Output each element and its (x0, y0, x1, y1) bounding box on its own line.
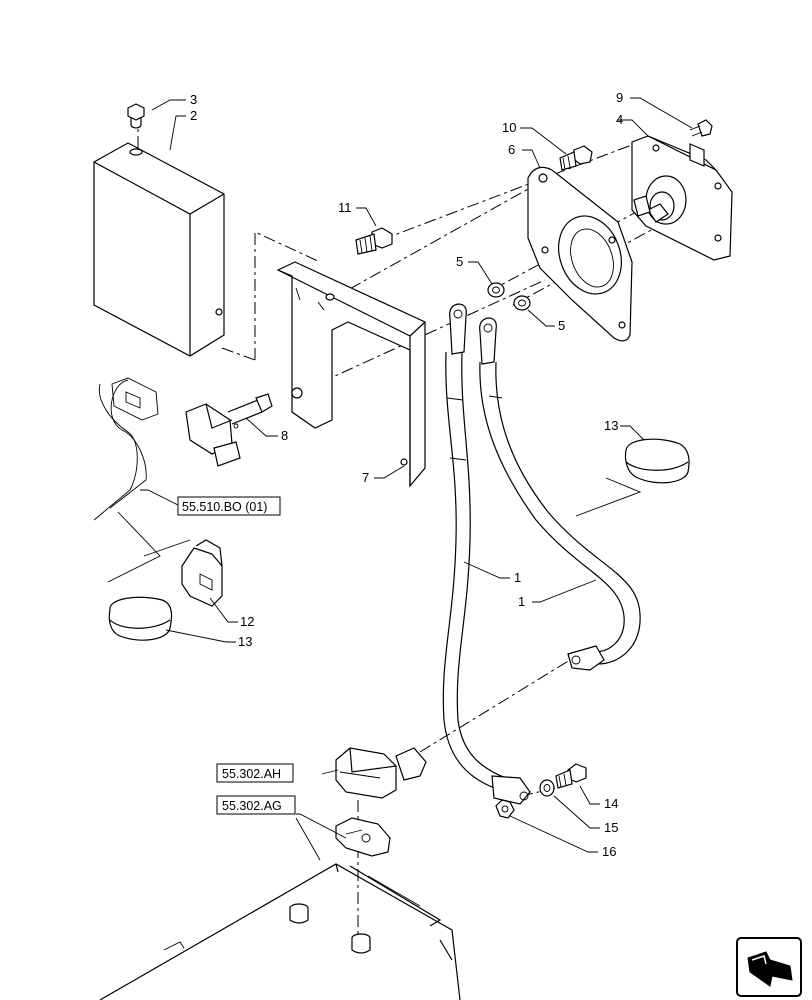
electronic-module-box (93, 142, 225, 357)
battery (99, 863, 461, 1000)
callout-11[interactable]: 11 (338, 200, 352, 215)
callout-1a[interactable]: 1 (514, 570, 521, 585)
callout-7[interactable]: 7 (362, 470, 369, 485)
reference-55-510-bo[interactable]: 55.510.BO (01) (177, 496, 281, 516)
callouts: 3 2 9 4 10 6 11 5 5 8 7 13 1 1 12 13 14 … (190, 90, 623, 859)
leader-lines (140, 97, 693, 861)
cable-tie-13-right (624, 438, 690, 484)
screw-10 (559, 145, 593, 171)
callout-5b[interactable]: 5 (558, 318, 565, 333)
callout-3[interactable]: 3 (190, 92, 197, 107)
callout-9[interactable]: 9 (616, 90, 623, 105)
svg-text:55.302.AH: 55.302.AH (222, 767, 281, 781)
connector-8 (185, 393, 273, 467)
svg-text:55.510.BO (01): 55.510.BO (01) (182, 500, 267, 514)
callout-15[interactable]: 15 (604, 820, 618, 835)
callout-4[interactable]: 4 (616, 112, 623, 127)
mounting-bracket (276, 261, 426, 488)
callout-13-right[interactable]: 13 (604, 418, 618, 433)
relay-switch (631, 135, 733, 261)
battery-cables (442, 303, 641, 805)
callout-16[interactable]: 16 (602, 844, 616, 859)
reference-55-302-ag[interactable]: 55.302.AG (216, 795, 296, 815)
mounting-plate (527, 166, 633, 342)
screw-3 (127, 103, 145, 129)
washer-15 (539, 779, 555, 797)
callout-10[interactable]: 10 (502, 120, 516, 135)
battery-clamp (335, 817, 391, 857)
screw-11 (355, 227, 393, 255)
reference-55-302-ah[interactable]: 55.302.AH (216, 763, 294, 783)
direction-chevrons (107, 477, 642, 583)
screw-9 (689, 119, 713, 137)
svg-text:55.302.AG: 55.302.AG (222, 799, 282, 813)
callout-13-left[interactable]: 13 (238, 634, 252, 649)
reference-links: 55.510.BO (01) 55.302.AH 55.302.AG (177, 496, 296, 815)
callout-8[interactable]: 8 (281, 428, 288, 443)
screw-14 (555, 763, 587, 789)
callout-6[interactable]: 6 (508, 142, 515, 157)
cable-tie-13-left (108, 596, 173, 641)
harness-plug (93, 377, 159, 521)
callout-1b[interactable]: 1 (518, 594, 525, 609)
arrow-navigation-icon[interactable] (736, 937, 802, 997)
callout-12[interactable]: 12 (240, 614, 254, 629)
callout-14[interactable]: 14 (604, 796, 618, 811)
callout-5a[interactable]: 5 (456, 254, 463, 269)
clip-12 (181, 539, 223, 607)
nut-16 (495, 799, 515, 819)
battery-terminal-cover (335, 747, 427, 799)
callout-2[interactable]: 2 (190, 108, 197, 123)
washers-5 (487, 282, 531, 311)
